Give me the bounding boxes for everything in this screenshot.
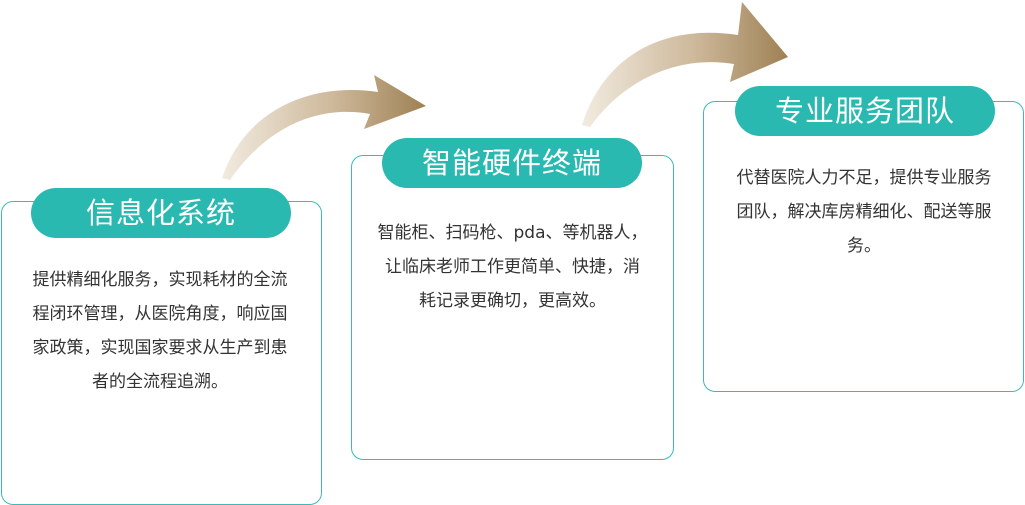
description-line: 代替医院人力不足，提供专业服务 — [736, 168, 992, 188]
step-description-2: 智能柜、扫码枪、pda、等机器人， 让临床老师工作更简单、快捷，消 耗记录更确切… — [360, 216, 665, 318]
step-card-2 — [351, 155, 674, 460]
description-line: 让临床老师工作更简单、快捷，消 — [385, 257, 640, 277]
description-line: 智能柜、扫码枪、pda、等机器人， — [377, 223, 648, 243]
step-title-1: 信息化系统 — [31, 188, 291, 238]
description-line: 提供精细化服务，实现耗材的全流 — [32, 270, 288, 290]
step-card-1 — [1, 201, 322, 505]
step-title-2: 智能硬件终端 — [382, 138, 642, 188]
description-line: 耗记录更确切，更高效。 — [419, 291, 606, 311]
description-line: 者的全流程追溯。 — [92, 372, 228, 392]
step-description-3: 代替医院人力不足，提供专业服务 团队，解决库房精细化、配送等服 务。 — [716, 161, 1012, 263]
step-title-3: 专业服务团队 — [735, 86, 995, 136]
description-line: 团队，解决库房精细化、配送等服 — [736, 202, 992, 222]
description-line: 家政策，实现国家要求从生产到患 — [32, 338, 288, 358]
description-line: 务。 — [847, 236, 881, 256]
step-description-1: 提供精细化服务，实现耗材的全流 程闭环管理，从医院角度，响应国 家政策，实现国家… — [10, 263, 310, 399]
description-line: 程闭环管理，从医院角度，响应国 — [32, 304, 288, 324]
